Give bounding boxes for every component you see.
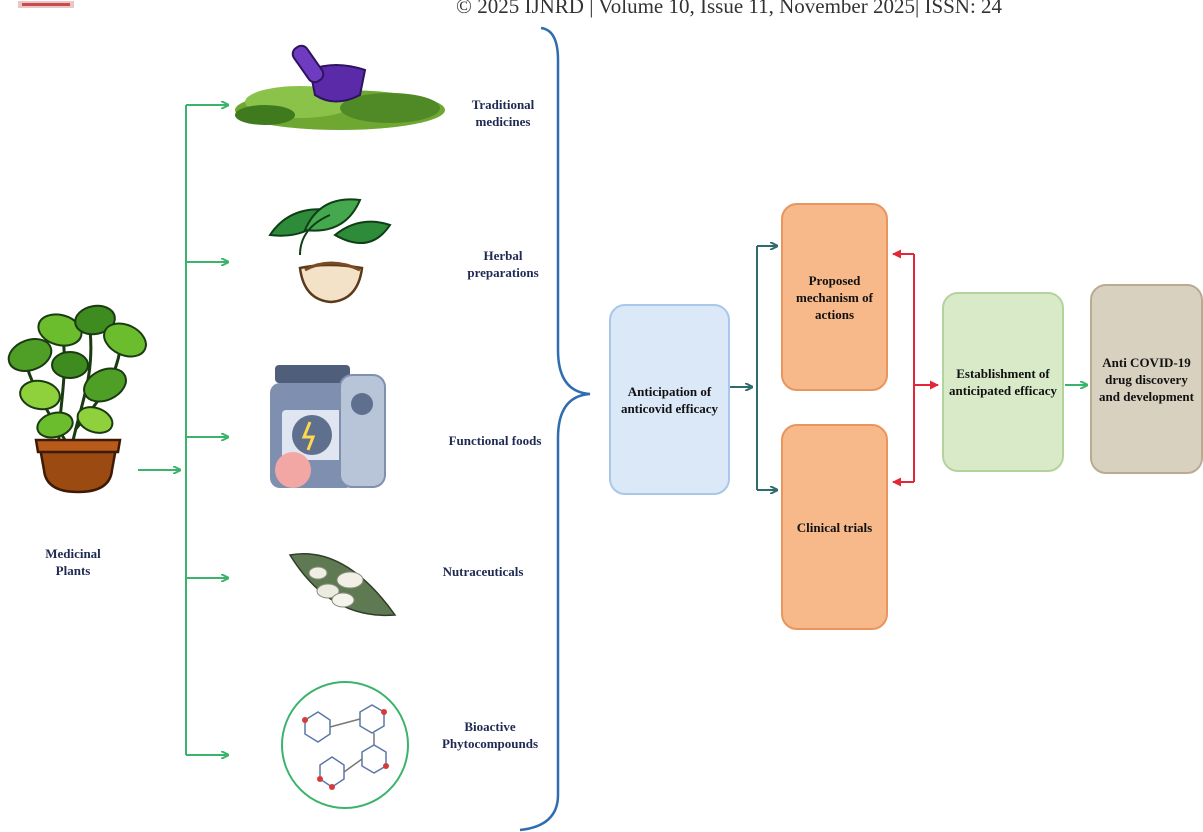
establishment-box: Establishment of anticipated efficacy: [942, 292, 1064, 472]
medicinal-plants-label: Medicinal Plants: [45, 546, 101, 578]
clinical-trials-box: Clinical trials: [781, 424, 888, 630]
pills-on-leaf-icon: [288, 553, 397, 617]
drug-discovery-box: Anti COVID-19 drug discovery and develop…: [1090, 284, 1203, 474]
potted-plant-icon: [7, 304, 147, 494]
category-label-functional-foods: Functional foods: [448, 433, 542, 448]
page-header: © 2025 IJNRD | Volume 10, Issue 11, Nove…: [456, 0, 1003, 18]
grouping-brace: [519, 26, 591, 832]
category-label-bioactive-phytocompounds: Bioactive Phytocompounds: [441, 719, 539, 751]
journal-logo: [18, 1, 74, 8]
herb-bowl-icon: [268, 198, 392, 304]
mechanism-box: Proposed mechanism of actions: [781, 203, 888, 391]
food-jar-bottle-icon: [270, 365, 386, 488]
mortar-pestle-herbs-icon: [235, 44, 445, 130]
category-label-nutraceuticals: Nutraceuticals: [442, 564, 524, 579]
anticipation-box: Anticipation of anticovid efficacy: [609, 304, 730, 495]
category-label-traditional-medicines: Traditional medicines: [471, 97, 535, 129]
molecules-circle-icon: [281, 681, 409, 809]
category-label-herbal-preparations: Herbal preparations: [467, 248, 539, 280]
